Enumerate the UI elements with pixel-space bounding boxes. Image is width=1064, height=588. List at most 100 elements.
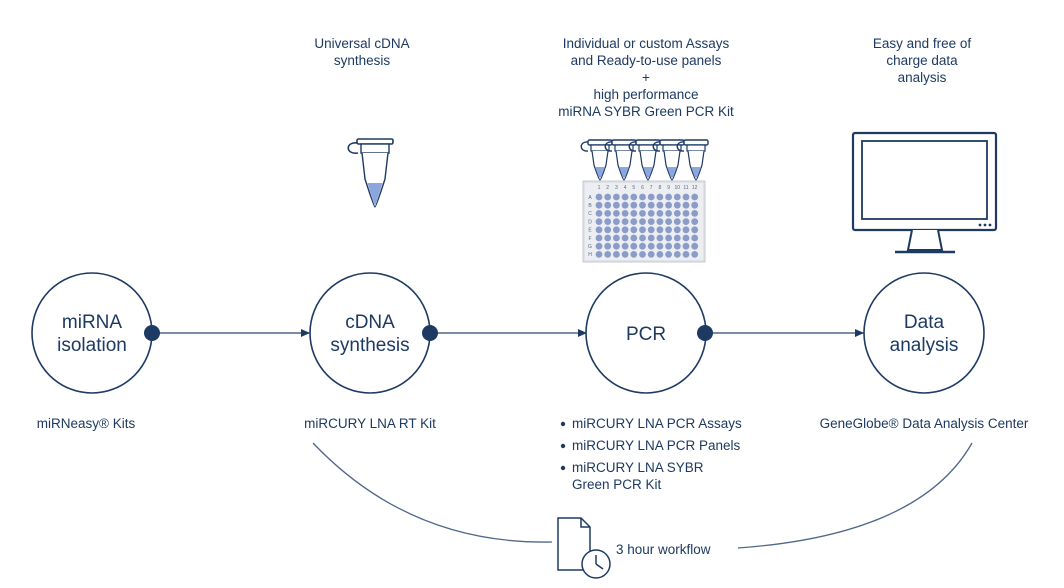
- plate-well: [595, 193, 603, 201]
- plate-well: [673, 251, 681, 258]
- plate-well: [647, 210, 655, 217]
- plate-well: [604, 242, 612, 250]
- product-pcr-item-2: miRCURY LNA PCR Panels: [572, 438, 741, 453]
- plate-column-label: 11: [683, 185, 688, 191]
- step-data-label-2: analysis: [890, 335, 959, 356]
- step-circle: [309, 272, 431, 394]
- plate-well: [630, 218, 638, 226]
- step-pcr-label: PCR: [626, 324, 666, 345]
- step-isolation: miRNA isolation: [31, 272, 160, 394]
- plate-column-label: 4: [624, 185, 627, 191]
- connector-dot: [422, 325, 438, 341]
- plate-well: [595, 251, 603, 258]
- plate-well: [665, 193, 672, 201]
- step-data: Data analysis: [863, 272, 985, 394]
- product-pcr-list: miRCURY LNA PCR Assays miRCURY LNA PCR P…: [560, 416, 742, 492]
- plate-well: [630, 226, 638, 234]
- plate-well: [665, 210, 672, 217]
- plate-well: [613, 226, 620, 234]
- plate-well: [682, 201, 690, 209]
- caption-data-line-3: analysis: [898, 70, 947, 85]
- plate-well: [630, 251, 638, 258]
- plate-well: [673, 226, 681, 234]
- plate-well: [639, 193, 646, 201]
- plate-well: [639, 226, 646, 234]
- plate-well: [656, 193, 664, 201]
- tubes-icon: [580, 139, 709, 181]
- caption-pcr-line-3: +: [642, 70, 650, 85]
- plate-well: [691, 234, 699, 242]
- plate-well: [630, 234, 638, 242]
- plate-well: [673, 234, 681, 242]
- plate-column-label: 3: [615, 185, 618, 191]
- plate-row-label: F: [588, 236, 591, 242]
- plate-well: [691, 251, 699, 258]
- plate-well: [613, 234, 620, 242]
- plate-column-label: 7: [650, 185, 653, 191]
- plate-well: [613, 242, 620, 250]
- plate-well: [682, 210, 690, 217]
- plate-column-label: 8: [659, 185, 662, 191]
- caption-data-line-1: Easy and free of: [873, 36, 972, 51]
- plate-column-label: 6: [641, 185, 644, 191]
- plate-well: [656, 251, 664, 258]
- plate-well: [656, 218, 664, 226]
- plate-well: [639, 234, 646, 242]
- plate-well: [639, 201, 646, 209]
- plate-well: [647, 234, 655, 242]
- plate-well: [639, 210, 646, 217]
- plate-column-label: 12: [692, 185, 698, 191]
- workflow-arc-right: [737, 442, 973, 549]
- caption-pcr-line-4: high performance: [593, 87, 698, 102]
- plate-well: [604, 193, 612, 201]
- plate-well: [673, 218, 681, 226]
- step-circle: [863, 272, 985, 394]
- step-cdna-label-2: synthesis: [330, 335, 409, 356]
- plate-well: [639, 251, 646, 258]
- plate-well: [613, 218, 620, 226]
- plate-well: [604, 251, 612, 258]
- plate-row-label: B: [588, 203, 592, 209]
- bullet: [560, 421, 566, 427]
- plate-well: [682, 251, 690, 258]
- plate-well: [647, 251, 655, 258]
- caption-data: Easy and free of charge data analysis: [873, 36, 972, 85]
- plate-well: [613, 251, 620, 258]
- plate-well: [621, 242, 629, 250]
- workflow-arc-left: [312, 442, 553, 543]
- plate-well: [621, 226, 629, 234]
- plate-well: [673, 193, 681, 201]
- connector-dot: [144, 325, 160, 341]
- plate-well: [595, 201, 603, 209]
- product-cdna: miRCURY LNA RT Kit: [304, 416, 436, 431]
- plate-well: [647, 242, 655, 250]
- caption-pcr-line-1: Individual or custom Assays: [563, 36, 730, 51]
- caption-cdna: Universal cDNA synthesis: [314, 36, 409, 68]
- plate-well: [621, 251, 629, 258]
- plate-well: [621, 234, 629, 242]
- caption-pcr-line-2: and Ready-to-use panels: [571, 53, 722, 68]
- plate-well: [691, 242, 699, 250]
- plate-column-label: 1: [598, 185, 601, 191]
- plate-well: [604, 201, 612, 209]
- plate-well: [691, 201, 699, 209]
- plate-well: [630, 210, 638, 217]
- plate-well: [639, 242, 646, 250]
- plate-row-label: A: [588, 195, 592, 201]
- plate-well: [673, 210, 681, 217]
- plate-column-label: 9: [667, 185, 670, 191]
- product-isolation: miRNeasy® Kits: [37, 416, 136, 431]
- plate-well: [656, 201, 664, 209]
- plate-row-label: G: [588, 244, 592, 250]
- plate-well: [613, 210, 620, 217]
- plate-well: [673, 201, 681, 209]
- plate-well: [682, 234, 690, 242]
- plate-row-label: D: [588, 219, 592, 225]
- plate-well: [621, 201, 629, 209]
- plate-column-label: 5: [632, 185, 635, 191]
- plate-well: [613, 193, 620, 201]
- plate-well: [656, 234, 664, 242]
- plate-well: [691, 193, 699, 201]
